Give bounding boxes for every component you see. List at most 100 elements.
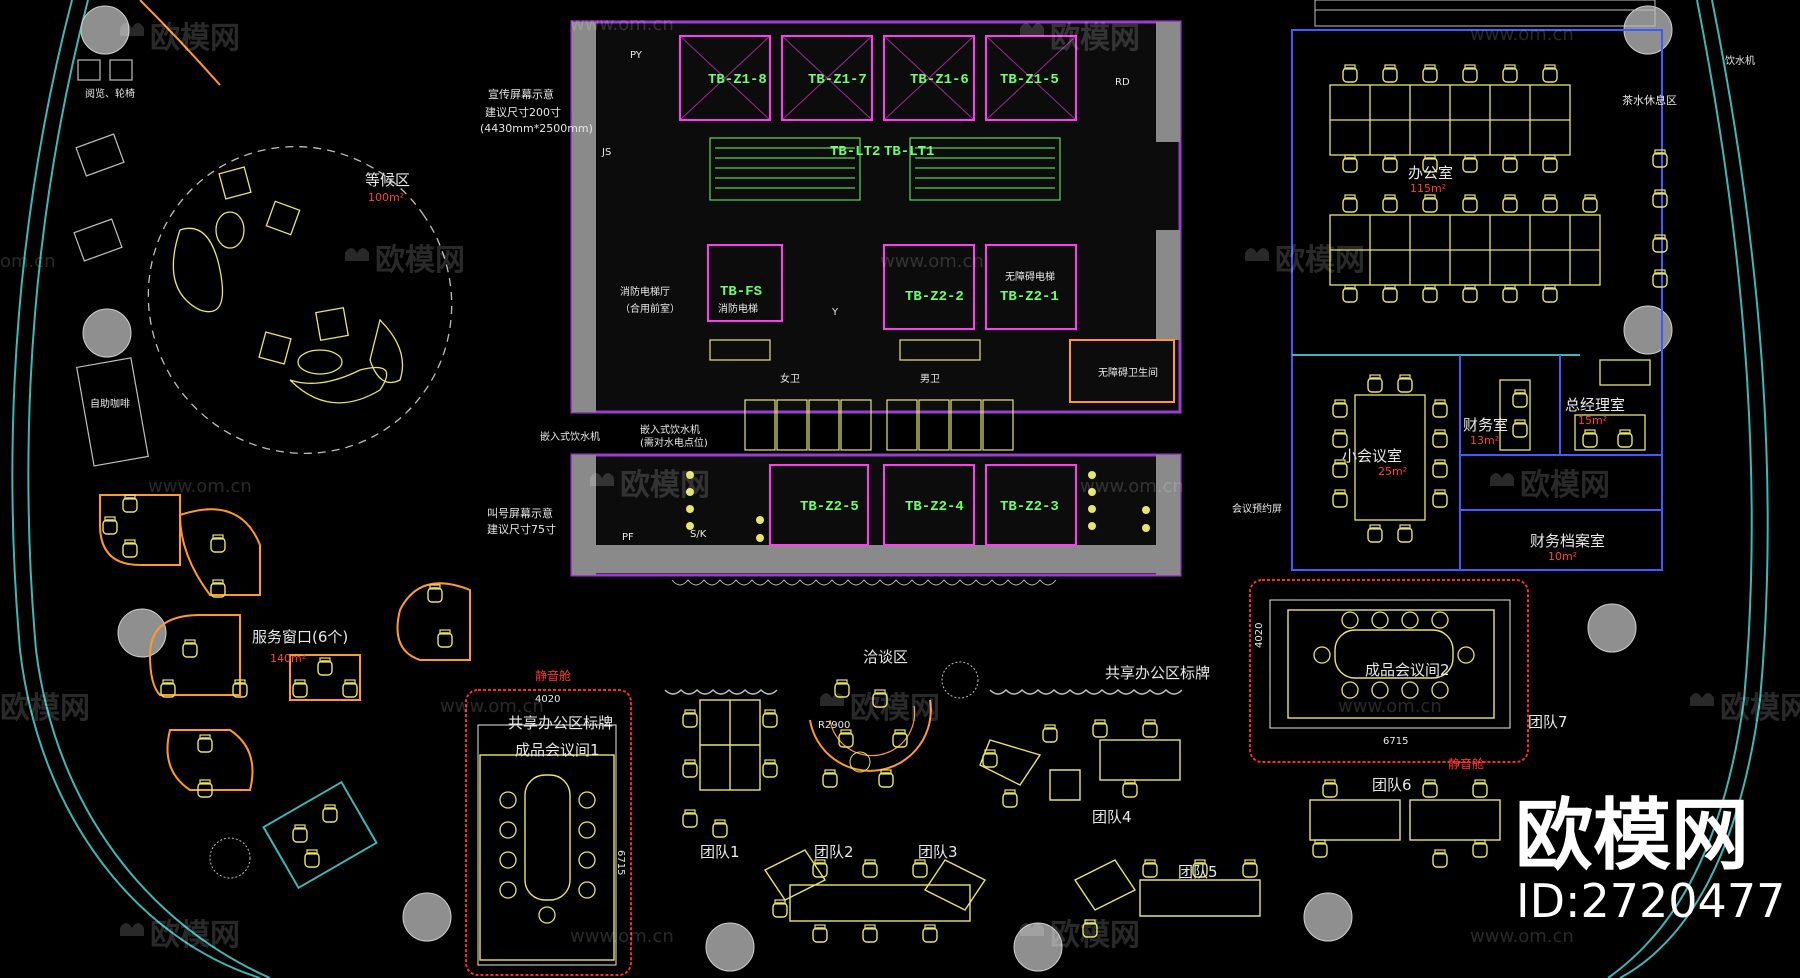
screen-notes: 宣传屏幕示意 建议尺寸200寸 (4430mm*2500mm) 叫号屏幕示意 建… xyxy=(480,87,708,536)
room-py: PY xyxy=(630,50,643,61)
shaft-lt2: TB-LT2 xyxy=(830,144,880,160)
female-wc-label: 女卫 xyxy=(780,372,800,385)
watermark-url-10: www.om.cn xyxy=(1470,926,1574,947)
office-label: 办公室 xyxy=(1408,164,1453,182)
archive-label: 财务档案室 xyxy=(1530,532,1605,550)
meeting1-label: 成品会议间1 xyxy=(515,741,600,759)
corner-workstation xyxy=(209,780,378,890)
shaft-lt1: TB-LT1 xyxy=(884,144,934,160)
dim-6715-b: 6715 xyxy=(1383,736,1408,747)
shaft-z1-8: TB-Z1-8 xyxy=(708,72,767,88)
finance-area-size: 13m² xyxy=(1470,434,1499,447)
embedded-note-1: 嵌入式饮水机 xyxy=(540,430,600,443)
room-pf: PF xyxy=(622,532,634,543)
service-label: 服务窗口(6个) xyxy=(252,628,348,646)
watermark-url-2: www.om.cn xyxy=(1470,24,1574,45)
team4-label: 团队4 xyxy=(1092,808,1132,826)
promo-note-3: (4430mm*2500mm) xyxy=(480,122,593,135)
gm-label: 总经理室 xyxy=(1565,396,1625,414)
meeting2-label: 成品会议间2 xyxy=(1365,661,1450,679)
negotiation-area: 洽谈区 R2900 共享办公区标牌 xyxy=(664,648,1210,788)
barrier-free-lift-label: 无障碍电梯 xyxy=(1005,270,1055,283)
room-rd: RD xyxy=(1115,77,1130,88)
watermark-url-5: www.om.cn xyxy=(148,476,252,497)
watermark-url-6: www.om.cn xyxy=(1080,476,1184,497)
small-meeting-area-size: 25m² xyxy=(1378,465,1407,478)
team1-label: 团队1 xyxy=(700,843,740,861)
watermark-brand-1: 欧模网 xyxy=(150,21,240,56)
watermark-url-8: www.om.cn xyxy=(1338,696,1442,717)
drink-label: 饮水机 xyxy=(1725,54,1755,67)
dim-6715-a: 6715 xyxy=(615,850,626,875)
watermark-brand-3: 欧模网 xyxy=(375,243,465,278)
building-outline xyxy=(11,0,1769,978)
gm-area-size: 15m² xyxy=(1578,414,1607,427)
meeting-room-1: 静音舱 4020 6715 共享办公区标牌 成品会议间1 xyxy=(465,668,632,976)
shaft-z2-1: TB-Z2-1 xyxy=(1000,289,1059,305)
meeting-room-2: 成品会议间2 静音舱 6715 4020 xyxy=(1249,579,1529,771)
team-workstations xyxy=(699,699,1501,922)
team6-label: 团队6 xyxy=(1372,776,1412,794)
self-coffee-label: 自助咖啡 xyxy=(90,397,130,410)
call-note-1: 叫号屏幕示意 xyxy=(487,506,553,520)
shaft-z2-5: TB-Z2-5 xyxy=(800,499,859,515)
promo-note-1: 宣传屏幕示意 xyxy=(488,87,554,101)
fire-lift-hall-sub: （合用前室） xyxy=(620,302,680,315)
silent-pod-label-1: 静音舱 xyxy=(535,668,571,683)
call-note-2: 建议尺寸75寸 xyxy=(487,522,556,536)
room-sk: S/K xyxy=(690,529,707,540)
shaft-fs: TB-FS xyxy=(720,284,762,300)
shared-sign-1: 共享办公区标牌 xyxy=(508,714,613,732)
promo-note-2: 建议尺寸200寸 xyxy=(485,105,561,119)
brand-logo-id: ID:2720477 xyxy=(1516,874,1785,928)
waiting-area: 等候区 100m² 自助咖啡 阅览、轮椅 xyxy=(73,0,453,467)
room-js: JS xyxy=(601,147,611,158)
waiting-area-label: 等候区 xyxy=(365,171,410,189)
finance-label: 财务室 xyxy=(1463,416,1508,434)
structural-columns xyxy=(80,5,1673,972)
watermark-brand-7: 欧模网 xyxy=(0,691,90,726)
shaft-z1-7: TB-Z1-7 xyxy=(808,72,867,88)
watermark-brand-8: 欧模网 xyxy=(850,691,940,726)
watermark-brand-10: 欧模网 xyxy=(150,918,240,953)
tea-area-label: 茶水休息区 xyxy=(1622,93,1677,107)
watermark-brand-2: 欧模网 xyxy=(1050,21,1140,56)
accessible-wc-label: 无障碍卫生间 xyxy=(1098,366,1158,379)
reading-area-label: 阅览、轮椅 xyxy=(85,87,135,100)
core-block xyxy=(570,20,1182,586)
room-y: Y xyxy=(831,307,839,318)
dim-4020-a: 4020 xyxy=(535,694,560,705)
shaft-z1-6: TB-Z1-6 xyxy=(910,72,969,88)
office-suite: 办公室 115m² 茶水休息区 饮水机 小会议室 25m² 财务室 13m² 总… xyxy=(1232,0,1755,571)
waiting-area-size: 100m² xyxy=(368,191,404,204)
silent-pod-label-2: 静音舱 xyxy=(1448,756,1484,771)
fire-lift-hall-label: 消防电梯厅 xyxy=(620,285,670,298)
small-meeting-label: 小会议室 xyxy=(1342,447,1402,465)
watermark-url-1: www.om.cn xyxy=(570,14,674,35)
watermark-url-7: www.om.cn xyxy=(440,696,544,717)
fire-lift-label: 消防电梯 xyxy=(718,302,758,315)
office-area-size: 115m² xyxy=(1410,182,1446,195)
watermarks: 欧模网 欧模网 欧模网 欧模网 欧模网 欧模网 欧模网 欧模网 欧模网 欧模网 … xyxy=(0,14,1800,953)
male-wc-label: 男卫 xyxy=(920,373,940,385)
shaft-z2-3: TB-Z2-3 xyxy=(1000,499,1059,515)
watermark-brand-6: 欧模网 xyxy=(1520,468,1610,503)
shared-sign-2: 共享办公区标牌 xyxy=(1105,664,1210,682)
core-labels: TB-Z1-8 TB-Z1-7 TB-Z1-6 TB-Z1-5 TB-LT2 T… xyxy=(601,50,1158,543)
embedded-note-3: (需对水电点位) xyxy=(640,436,708,449)
team2-label: 团队2 xyxy=(814,843,854,861)
watermark-brand-5: 欧模网 xyxy=(620,468,710,503)
embedded-note-2: 嵌入式饮水机 xyxy=(640,423,700,436)
watermark-url-4: www.om.cn xyxy=(880,251,984,272)
watermark-brand-11: 欧模网 xyxy=(1050,918,1140,953)
service-windows xyxy=(99,494,471,791)
watermark-url-3: om.cn xyxy=(0,251,56,272)
meeting-reservation-label: 会议预约屏 xyxy=(1232,502,1282,515)
team3-label: 团队3 xyxy=(918,843,958,861)
radius-label: R2900 xyxy=(818,720,850,731)
team-chairs xyxy=(682,709,1488,943)
watermark-url-9: www.om.cn xyxy=(570,926,674,947)
archive-area-size: 10m² xyxy=(1548,550,1577,563)
dim-4020-b: 4020 xyxy=(1254,623,1265,648)
